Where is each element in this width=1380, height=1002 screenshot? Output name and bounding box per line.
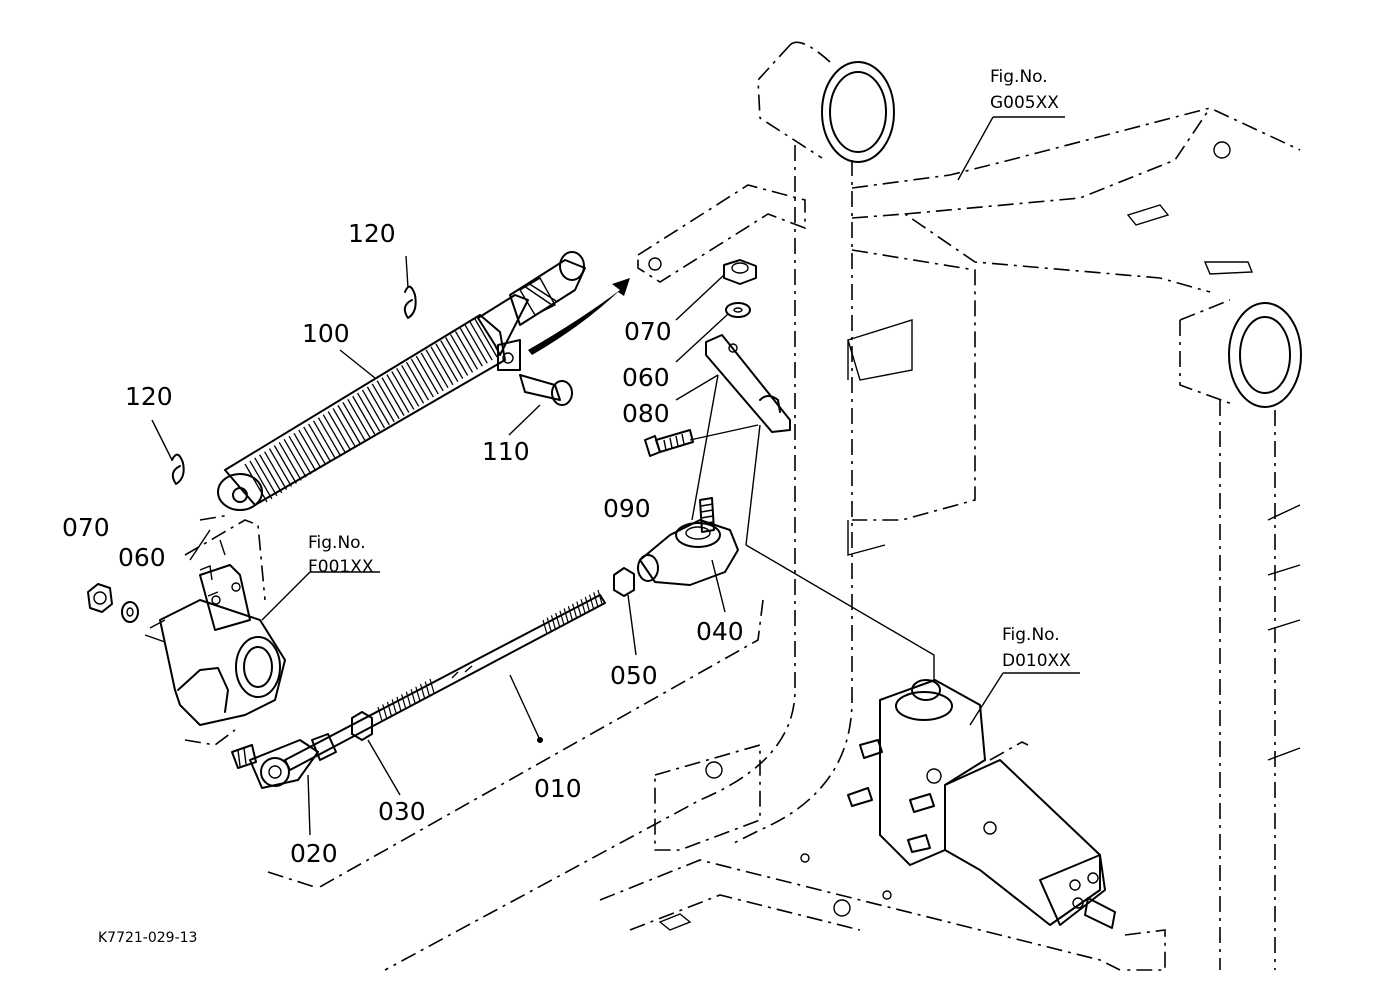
label-060-right: 060: [622, 363, 670, 392]
label-120-left: 120: [125, 382, 173, 411]
label-070-right: 070: [624, 317, 672, 346]
label-080: 080: [622, 399, 670, 428]
label-010: 010: [534, 774, 582, 803]
fig-title-f001: Fig.No.: [308, 533, 366, 553]
rod-end-020: [231, 733, 337, 789]
figure-reference-d010: Fig.No. D010XX: [1002, 625, 1071, 671]
label-030: 030: [378, 797, 426, 826]
label-040: 040: [696, 617, 744, 646]
fig-number-d010: D010XX: [1002, 651, 1071, 671]
label-060-left: 060: [118, 543, 166, 572]
nut-070-right: [723, 259, 757, 285]
fig-title-d010: Fig.No.: [1002, 625, 1060, 645]
fig-number-g005: G005XX: [990, 93, 1059, 113]
label-070-left: 070: [62, 513, 110, 542]
washer-060-left: [121, 601, 139, 623]
plate-080: [705, 334, 791, 433]
leader-lines: [151, 116, 1080, 889]
label-050: 050: [610, 661, 658, 690]
label-090: 090: [603, 494, 651, 523]
figure-reference-g005: Fig.No. G005XX: [990, 67, 1059, 113]
pin-110: [519, 374, 573, 406]
frame-structure: [384, 41, 1302, 971]
valve-d010: [847, 679, 1116, 929]
figure-reference-f001: Fig.No. F001XX: [308, 533, 374, 577]
fig-number-f001: F001XX: [308, 557, 374, 577]
label-110: 110: [482, 437, 530, 466]
nut-030: [351, 711, 373, 741]
fig-title-g005: Fig.No.: [990, 67, 1048, 87]
drawing-code: K7721-029-13: [98, 930, 197, 946]
label-100: 100: [302, 319, 350, 348]
label-120-top: 120: [348, 219, 396, 248]
washer-060-right: [725, 302, 751, 318]
spring-cylinder-100: [217, 251, 586, 511]
bracket-f001: [144, 519, 286, 746]
ball-joint-040: [637, 497, 739, 586]
bolt-090: [644, 429, 694, 457]
nut-050: [613, 567, 635, 597]
nut-070-left: [87, 583, 113, 613]
clip-120-top: [403, 285, 417, 319]
label-020: 020: [290, 839, 338, 868]
motion-arrow: [528, 278, 630, 355]
clip-120-left: [171, 453, 185, 485]
